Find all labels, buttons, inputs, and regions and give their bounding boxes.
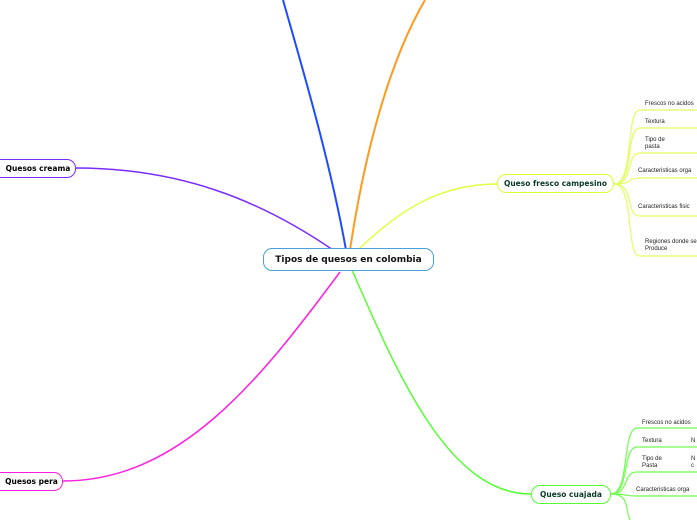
branch-line-campesino (359, 183, 498, 249)
cuajada-item[interactable]: Caracteristicas orga (636, 487, 690, 494)
branch-line-pera (62, 271, 341, 482)
cuajada-partial-text: N (691, 456, 696, 463)
campesino-item[interactable]: Frescos no acidos (645, 101, 694, 108)
campesino-item[interactable]: Tipo de pasta (645, 137, 675, 151)
topic-quesos-pera[interactable]: Quesos pera (0, 472, 63, 491)
campesino-item[interactable]: Regiones donde se Produce (645, 239, 697, 253)
branch-line-blue (282, 0, 347, 251)
branch-line-cuajada (351, 269, 532, 495)
cuajada-item[interactable]: Frescos no acidos (642, 420, 691, 427)
central-topic[interactable]: Tipos de quesos en colombia (263, 248, 434, 271)
branch-line-crema (74, 167, 334, 251)
campesino-item[interactable]: Textura (645, 119, 665, 126)
topic-queso-cuajada[interactable]: Queso cuajada (531, 485, 611, 504)
topic-quesos-creama[interactable]: Quesos creama (0, 159, 76, 178)
topic-queso-fresco-campesino[interactable]: Queso fresco campesino (497, 174, 614, 193)
cuajada-partial-text: N (691, 438, 696, 445)
cuajada-partial-text: c (691, 463, 694, 470)
cuajada-sublines (610, 427, 697, 520)
campesino-item[interactable]: Caracteristicas fisic (638, 204, 690, 211)
campesino-item[interactable]: Caracteristicas orga (638, 168, 692, 175)
cuajada-item[interactable]: Tipo de Pasta (642, 456, 666, 470)
cuajada-item[interactable]: Textura (642, 438, 662, 445)
branch-line-orange (349, 0, 426, 251)
campesino-sublines (613, 109, 697, 257)
